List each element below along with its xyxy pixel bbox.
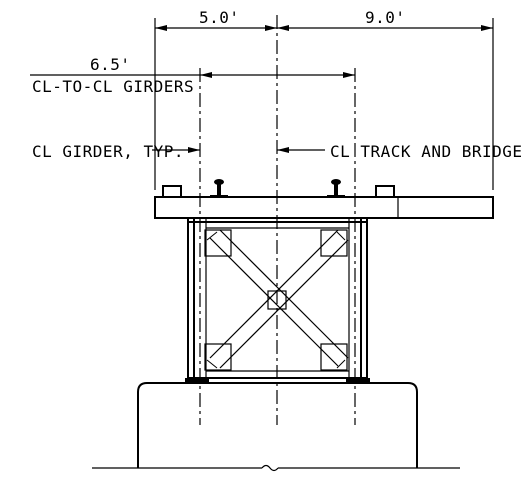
cross-bracing (209, 229, 349, 369)
pier (137, 382, 418, 468)
rail-right (327, 179, 345, 198)
rail-left (210, 179, 228, 198)
right-span-label: 9.0' (365, 8, 406, 27)
girder-spacing-note: CL-TO-CL GIRDERS (32, 77, 194, 96)
girder-spacing-label: 6.5' (90, 55, 131, 74)
track-callout-leader (277, 147, 325, 153)
steel-frame (187, 218, 368, 383)
gusset-plates (204, 229, 348, 371)
centerlines (199, 15, 356, 425)
top-dimension-line (155, 25, 493, 31)
ground-line (92, 464, 460, 472)
track-callout: CL TRACK AND BRIDGE (330, 142, 523, 161)
girder-spacing-dimension (30, 72, 355, 78)
deck-curb-left (162, 185, 182, 198)
bearings (185, 378, 370, 383)
girder-callout-leader (152, 147, 200, 153)
bridge-deck (154, 196, 494, 219)
extension-lines (154, 18, 494, 190)
deck-curb-right (375, 185, 395, 198)
left-span-label: 5.0' (199, 8, 240, 27)
girder-callout: CL GIRDER, TYP. (32, 142, 184, 161)
